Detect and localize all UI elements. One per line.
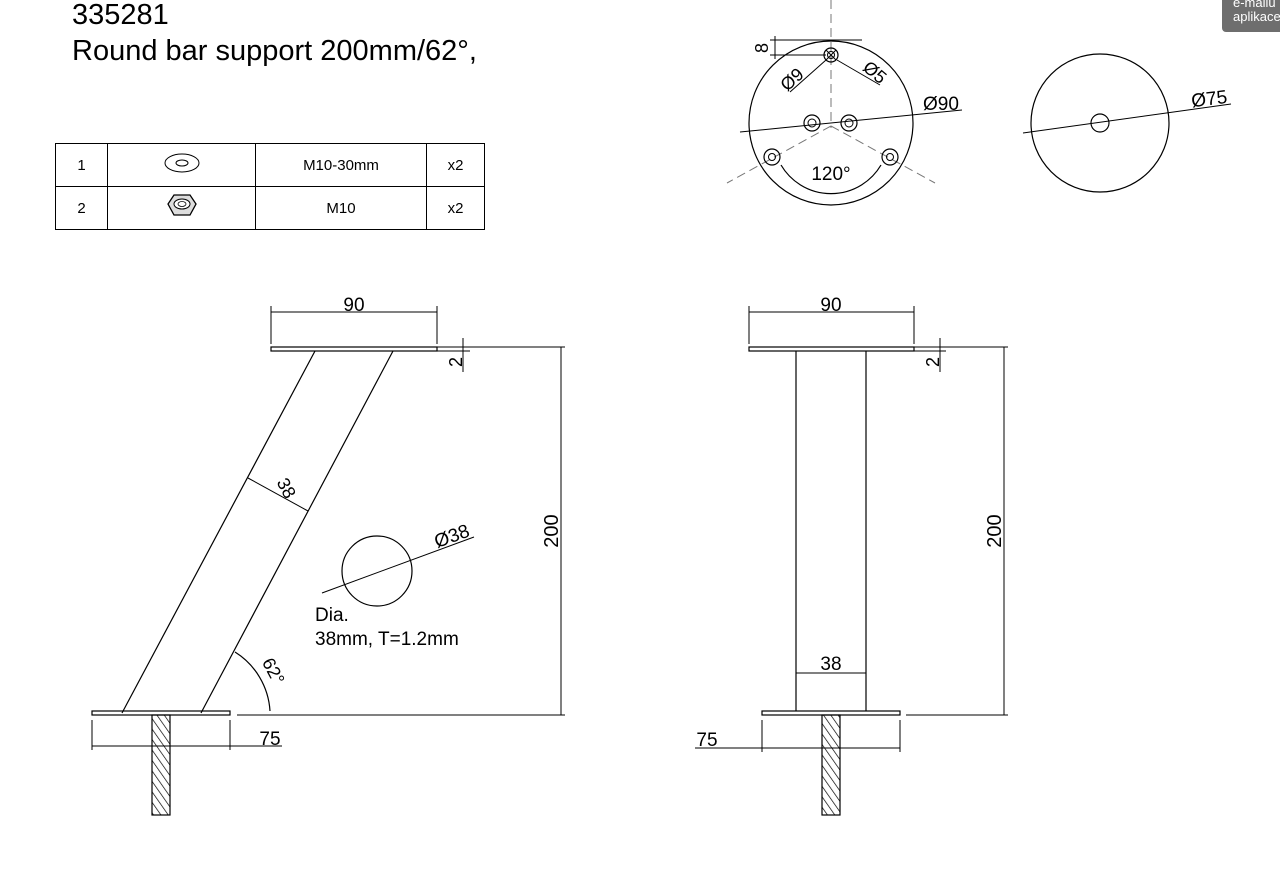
tube-edge (200, 350, 394, 714)
dim-side-section: Ø38 (432, 521, 473, 553)
dim-front-tube: 38 (820, 654, 841, 675)
hole-large (840, 114, 858, 132)
angle-arc (780, 164, 882, 195)
plate-diameter-line (1022, 103, 1232, 134)
dim-angle-120: 120° (811, 164, 850, 185)
hole-large-inner (844, 118, 854, 128)
part-quantity: x2 (426, 186, 485, 230)
badge-line-2: aplikace (1233, 9, 1280, 24)
front-view (695, 306, 1008, 816)
plate-diameter-line (739, 109, 963, 133)
threaded-stud (821, 714, 841, 816)
table-row: 2 M10 x2 (55, 186, 485, 230)
dim-front-base: 75 (696, 730, 717, 751)
dim-front-height: 200 (984, 514, 1006, 547)
hole-small-inner (768, 153, 776, 161)
threaded-stud (151, 714, 171, 816)
hole-small-inner (886, 153, 894, 161)
hole-small (763, 148, 781, 166)
tube-width-dim (247, 477, 309, 512)
plate-outline (748, 40, 914, 206)
hole-large-inner (807, 118, 817, 128)
corner-badge[interactable]: e-mailu aplikace (1222, 0, 1280, 32)
bottom-view (1022, 53, 1232, 193)
dim-side-thickness: 2 (446, 357, 466, 367)
table-row: 1 M10-30mm x2 (55, 143, 485, 187)
dim-front-thickness: 2 (923, 357, 943, 367)
dim-hole-large: Ø9 (776, 64, 807, 95)
hole-small-inner (827, 51, 835, 59)
hole-large (803, 114, 821, 132)
tube-section-circle (341, 535, 413, 607)
section-note-2: 38mm, T=1.2mm (315, 629, 459, 650)
top-view (726, 0, 963, 206)
dim-side-top-width: 90 (343, 295, 364, 316)
product-code: 335281 (72, 0, 169, 31)
dim-side-height: 200 (541, 514, 563, 547)
dim-top-offset: 8 (752, 43, 772, 53)
top-plate (748, 346, 915, 352)
part-spec: M10 (255, 186, 427, 230)
plate-outline (1030, 53, 1170, 193)
dim-bottom-plate: Ø75 (1190, 87, 1228, 112)
dim-side-base: 75 (259, 729, 280, 750)
part-number: 1 (55, 143, 108, 187)
top-plate (270, 346, 438, 352)
hole-small (881, 148, 899, 166)
dim-top-plate: Ø90 (923, 94, 959, 115)
angle-arc (234, 651, 271, 712)
hex-nut-icon (107, 186, 256, 230)
tube-edge (121, 350, 316, 714)
dim-front-top-width: 90 (820, 295, 841, 316)
section-diameter-line (321, 536, 475, 594)
title-block: 335281 Round bar support 200mm/62°, (72, 0, 477, 70)
product-name: Round bar support 200mm/62°, (72, 35, 477, 67)
badge-line-1: e-mailu (1233, 0, 1276, 10)
side-view (91, 306, 565, 816)
part-spec: M10-30mm (255, 143, 427, 187)
parts-table: 1 M10-30mm x2 2 M10 x2 (55, 143, 485, 230)
center-hole (1090, 113, 1110, 133)
dim-side-tube: 38 (273, 475, 300, 502)
section-note-1: Dia. (315, 605, 349, 626)
